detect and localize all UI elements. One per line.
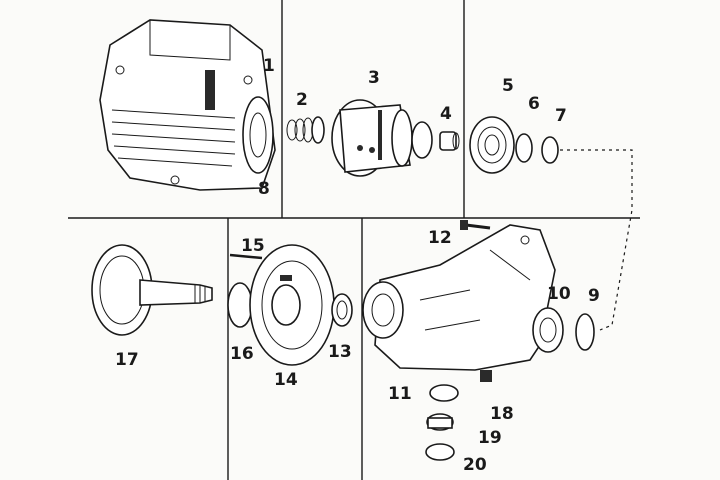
- callout-3: 3: [368, 68, 380, 88]
- part-12-bolt: [460, 220, 491, 230]
- callout-10: 10: [547, 284, 571, 304]
- part-19-gear: [426, 413, 454, 431]
- part-16-ring: [227, 282, 253, 328]
- callout-12: 12: [428, 228, 452, 248]
- callout-8: 8: [258, 179, 270, 199]
- part-1-gearbox-housing: [99, 19, 276, 191]
- callout-17: 17: [115, 350, 139, 370]
- callout-1: 1: [263, 56, 275, 76]
- part-18-ring: [429, 384, 459, 402]
- callout-6: 6: [528, 94, 540, 114]
- callout-20: 20: [463, 455, 487, 475]
- callout-15: 15: [241, 236, 265, 256]
- part-20-circlip: [425, 443, 455, 461]
- part-10-bearing: [532, 307, 564, 353]
- callout-13: 13: [328, 342, 352, 362]
- part-2-spring: [286, 116, 325, 144]
- part-9-circlip: [575, 313, 595, 351]
- callout-7: 7: [555, 106, 567, 126]
- callout-5: 5: [502, 76, 514, 96]
- part-7-snap-ring: [541, 136, 559, 164]
- part-11-extension-housing: [362, 224, 556, 382]
- callout-19: 19: [478, 428, 502, 448]
- callout-9: 9: [588, 286, 600, 306]
- part-15-bolt: [229, 253, 263, 260]
- callout-11: 11: [388, 384, 412, 404]
- dotted-connector: [560, 149, 633, 331]
- panel-dividers: [68, 0, 640, 480]
- part-14-cover: [249, 244, 335, 366]
- callout-4: 4: [440, 104, 452, 124]
- part-13-seal: [331, 293, 353, 327]
- part-4-small-bearing: [439, 131, 460, 151]
- part-6-ring: [515, 133, 533, 163]
- part-5-bearing: [469, 116, 515, 174]
- part-3-differential: [331, 99, 433, 177]
- callout-14: 14: [274, 370, 298, 390]
- part-17-flange-shaft: [91, 244, 213, 336]
- callout-2: 2: [296, 90, 308, 110]
- callout-18: 18: [490, 404, 514, 424]
- callout-16: 16: [230, 344, 254, 364]
